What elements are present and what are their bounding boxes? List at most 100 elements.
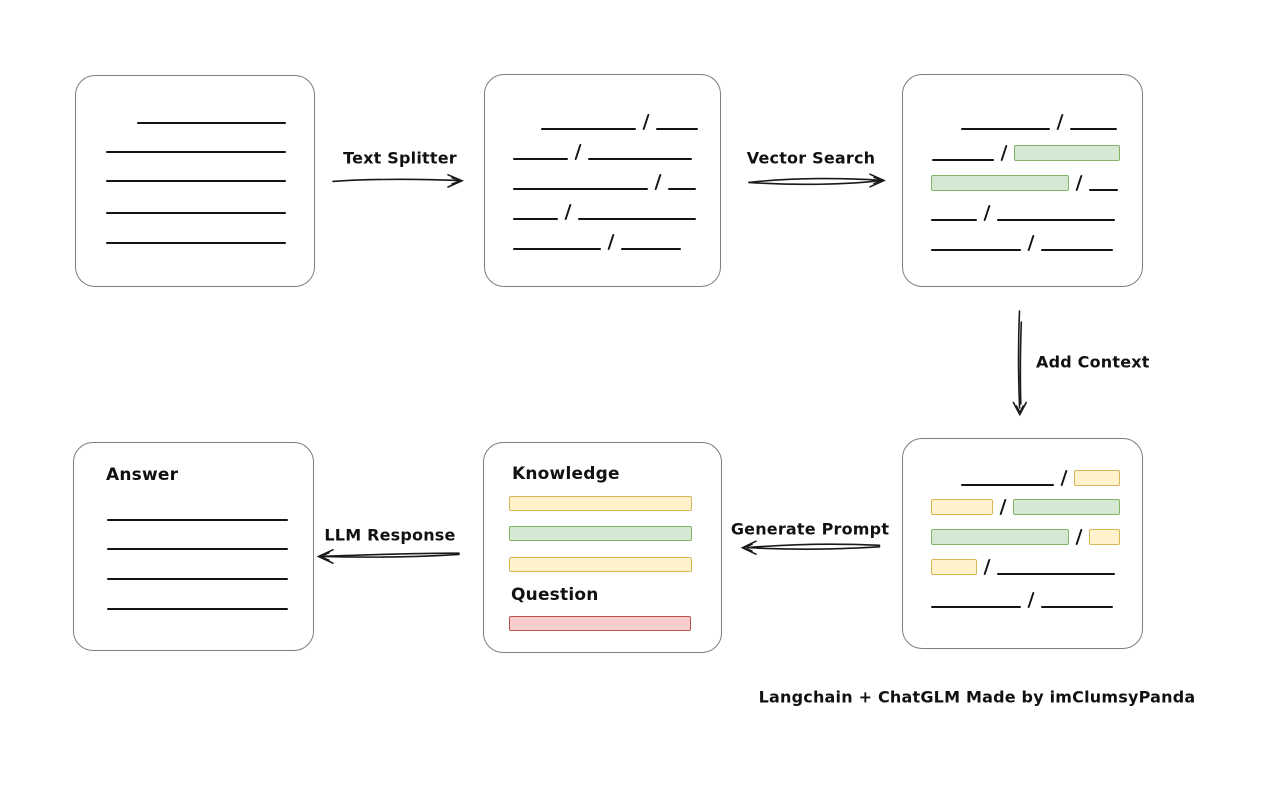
- knowledge-label: Knowledge: [512, 464, 620, 484]
- text-line: [107, 519, 288, 521]
- text-line: [106, 212, 286, 214]
- chunk-row: [931, 557, 1115, 575]
- chunk-row: [137, 106, 286, 124]
- text-line: [931, 606, 1021, 608]
- answer-node: Answer: [73, 442, 314, 651]
- text-line: [106, 151, 286, 153]
- chunk-row: [106, 196, 286, 214]
- text-line: [588, 158, 692, 160]
- text-line: [137, 122, 286, 124]
- text-splitter-label: Text Splitter: [343, 148, 457, 168]
- slash-separator: [983, 559, 991, 575]
- green-chunk: [931, 175, 1069, 191]
- text-line: [106, 242, 286, 244]
- chunk-row: [509, 523, 692, 541]
- slash-separator: [654, 174, 662, 190]
- text-line: [668, 188, 696, 190]
- yellow-chunk: [1074, 470, 1120, 486]
- text-line: [1041, 249, 1113, 251]
- red-chunk: [509, 616, 691, 631]
- answer-title: Answer: [106, 465, 179, 485]
- slash-separator: [1000, 145, 1008, 161]
- yellow-chunk: [931, 499, 993, 515]
- slash-separator: [1075, 175, 1083, 191]
- green-chunk: [1013, 499, 1120, 515]
- chunk-row: [513, 202, 696, 220]
- chunk-row: [106, 164, 286, 182]
- prompt-node: Knowledge Question: [483, 442, 722, 653]
- slash-separator: [1056, 114, 1064, 130]
- text-line: [513, 248, 601, 250]
- text-line: [656, 128, 698, 130]
- chunk-row: [931, 590, 1113, 608]
- chunk-row: [509, 493, 692, 511]
- add-context-arrow: [1012, 310, 1027, 417]
- chunk-row: [931, 233, 1113, 251]
- slash-separator: [1060, 470, 1068, 486]
- chunk-row: [509, 554, 692, 572]
- chunk-row: [107, 592, 288, 610]
- green-chunk: [509, 526, 692, 541]
- chunk-row: [107, 503, 288, 521]
- generate-prompt-label: Generate Prompt: [730, 519, 890, 539]
- chunk-row: [513, 232, 681, 250]
- text-line: [997, 219, 1115, 221]
- slash-separator: [642, 114, 650, 130]
- slash-separator: [1027, 235, 1035, 251]
- chunk-row: [106, 135, 286, 153]
- chunk-row: [931, 527, 1120, 545]
- chunk-row: [513, 142, 692, 160]
- text-line: [513, 188, 648, 190]
- context-chunks-node: [902, 438, 1143, 649]
- chunk-row: [931, 203, 1115, 221]
- llm-response-label: LLM Response: [324, 525, 456, 545]
- chunk-row: [961, 112, 1117, 130]
- yellow-chunk: [931, 559, 977, 575]
- chunk-row: [931, 497, 1120, 515]
- generate-prompt-arrow: [740, 540, 881, 555]
- text-line: [107, 578, 288, 580]
- retrieved-chunks-node: [902, 74, 1143, 287]
- question-label: Question: [511, 585, 599, 605]
- text-splitter-arrow: [332, 174, 465, 188]
- vector-search-arrow: [748, 173, 886, 188]
- chunk-row: [932, 143, 1120, 161]
- green-chunk: [931, 529, 1069, 545]
- slash-separator: [564, 204, 572, 220]
- text-line: [106, 180, 286, 182]
- text-line: [513, 218, 558, 220]
- document-node: [75, 75, 315, 287]
- slash-separator: [999, 499, 1007, 515]
- yellow-chunk: [1089, 529, 1120, 545]
- yellow-chunk: [509, 496, 692, 511]
- yellow-chunk: [509, 557, 692, 572]
- text-line: [931, 219, 977, 221]
- text-line: [513, 158, 568, 160]
- text-line: [621, 248, 681, 250]
- text-line: [107, 548, 288, 550]
- slash-separator: [1027, 592, 1035, 608]
- text-line: [1041, 606, 1113, 608]
- slash-separator: [1075, 529, 1083, 545]
- text-line: [932, 159, 994, 161]
- text-line: [931, 249, 1021, 251]
- split-chunks-node: [484, 74, 721, 287]
- add-context-label: Add Context: [1036, 352, 1150, 372]
- caption-credit: Langchain + ChatGLM Made by imClumsyPand…: [758, 687, 1196, 707]
- vector-search-label: Vector Search: [746, 148, 876, 168]
- text-line: [1070, 128, 1117, 130]
- llm-response-arrow: [316, 549, 460, 564]
- text-line: [961, 484, 1054, 486]
- chunk-row: [961, 468, 1120, 486]
- chunk-row: [509, 613, 691, 631]
- text-line: [1089, 189, 1118, 191]
- slash-separator: [607, 234, 615, 250]
- chunk-row: [513, 172, 696, 190]
- chunk-row: [106, 226, 286, 244]
- chunk-row: [931, 173, 1118, 191]
- green-chunk: [1014, 145, 1120, 161]
- chunk-row: [541, 112, 698, 130]
- text-line: [107, 608, 288, 610]
- chunk-row: [107, 532, 288, 550]
